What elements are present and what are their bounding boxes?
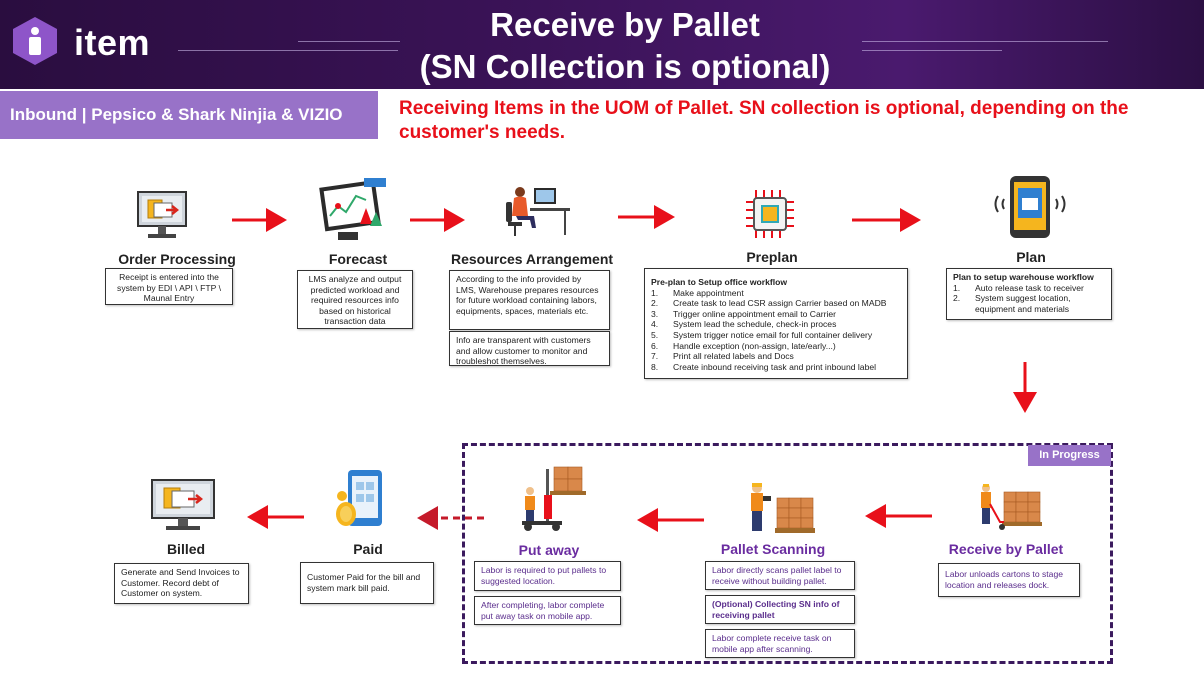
header-deco-line [178,50,398,51]
mobile-payment-icon [336,470,382,526]
preplan-item: 4. System lead the schedule, check-in pro… [651,319,901,330]
stage-title-forecast: Forecast [328,251,388,267]
resources-box-1: According to the info provided by LMS, W… [449,270,610,330]
stage-title-preplan: Preplan [746,249,798,265]
preplan-item: 1. Make appointment [651,288,901,299]
put-away-box-1: Labor is required to put pallets to sugg… [474,561,621,591]
pallet-scanning-box-3: Labor complete receive task on mobile ap… [705,629,855,658]
preplan-item: 2. Create task to lead CSR assign Carrier… [651,298,901,309]
forecast-box: LMS analyze and output predicted workloa… [297,270,413,329]
preplan-item-number: 7. [651,351,659,362]
stage-title-billed: Billed [166,541,206,557]
preplan-item-number: 5. [651,329,659,340]
in-progress-frame [462,443,1113,664]
preplan-item-text: Print all related labels and Docs [673,351,794,362]
worker-scan-icon [751,483,815,533]
plan-item: 1. Auto release task to receiver [953,283,1105,294]
preplan-item-number: 3. [651,308,659,319]
stage-title-receive-by-pallet: Receive by Pallet [948,541,1064,557]
plan-item-number: 1. [953,282,961,293]
preplan-item-text: System lead the schedule, check-in proce… [673,319,837,330]
monitor-invoice-icon [151,479,215,530]
preplan-item-text: Make appointment [673,287,744,298]
preplan-item-text: System trigger notice email for full con… [673,329,873,340]
preplan-item: 7. Print all related labels and Docs [651,351,901,362]
desk-worker-icon [506,187,570,236]
preplan-item-text: Create task to lead CSR assign Carrier b… [673,298,887,309]
preplan-item-number: 6. [651,340,659,351]
worker-pallet-icon [981,484,1042,530]
logo-text: item [74,22,151,63]
preplan-item-number: 4. [651,319,659,330]
preplan-item-text: Handle exception (non-assign, late/early… [673,340,836,351]
forklift-icon [522,466,586,531]
in-progress-tag: In Progress [1028,445,1111,466]
header-deco-line [862,41,1108,42]
preplan-item: 8. Create inbound receiving task and prin… [651,362,901,373]
stage-title-put-away: Put away [518,542,580,558]
plan-item-text: System suggest location, equipment and m… [975,293,1071,314]
preplan-item-number: 8. [651,361,659,372]
order-processing-box: Receipt is entered into the system by ED… [105,268,233,305]
stage-title-plan: Plan [1016,249,1046,265]
preplan-box: Pre-plan to Setup office workflow 1. Make… [644,268,908,379]
stage-title-order-processing: Order Processing [118,251,236,267]
logo-icon [13,17,57,65]
preplan-item-text: Trigger online appointment email to Carr… [673,308,837,319]
plan-item-text: Auto release task to receiver [975,282,1084,293]
plan-item-number: 2. [953,293,961,304]
pallet-scanning-box-2: (Optional) Collecting SN info of receivi… [705,595,855,624]
smartphone-icon [994,176,1066,238]
category-tag: Inbound | Pepsico & Shark Ninjia & VIZIO [0,91,378,139]
preplan-item-text: Create inbound receiving task and print … [673,361,877,372]
page-title: Receive by Pallet [490,6,760,43]
stage-title-paid: Paid [353,541,383,557]
chip-icon [746,190,794,238]
page-subtitle: (SN Collection is optional) [419,48,831,85]
header-deco-line [298,41,400,42]
paid-box: Customer Paid for the bill and system ma… [300,562,434,604]
monitor-invoice-icon [137,191,187,238]
process-description: Receiving Items in the UOM of Pallet. SN… [399,98,1129,143]
plan-item: 2. System suggest location, equipment and… [953,293,1105,314]
preplan-item: 3. Trigger online appointment email to Ca… [651,309,901,320]
plan-heading: Plan to setup warehouse workflow [953,272,1094,282]
pallet-scanning-box-1: Labor directly scans pallet label to rec… [705,561,855,590]
billed-box: Generate and Send Invoices to Customer. … [114,563,249,604]
preplan-item: 5. System trigger notice email for full c… [651,330,901,341]
receive-by-pallet-box: Labor unloads cartons to stage location … [938,563,1080,597]
preplan-item-number: 2. [651,298,659,309]
stage-title-pallet-scanning: Pallet Scanning [720,541,826,557]
preplan-heading: Pre-plan to Setup office workflow [651,277,788,287]
plan-list: 1. Auto release task to receiver 2. System … [953,283,1105,315]
plan-box: Plan to setup warehouse workflow 1. Auto … [946,268,1112,320]
preplan-item: 6. Handle exception (non-assign, late/ear… [651,341,901,352]
resources-box-2: Info are transparent with customers and … [449,331,610,366]
preplan-item-number: 1. [651,287,659,298]
header-banner: item Receive by Pallet (SN Collection is… [0,0,1204,89]
stage-title-resources: Resources Arrangement [450,251,614,267]
preplan-list: 1. Make appointment 2. Create task to lead … [651,288,901,373]
header-deco-line [862,50,1002,51]
forecast-chart-icon [319,178,386,240]
put-away-box-2: After completing, labor complete put awa… [474,596,621,625]
